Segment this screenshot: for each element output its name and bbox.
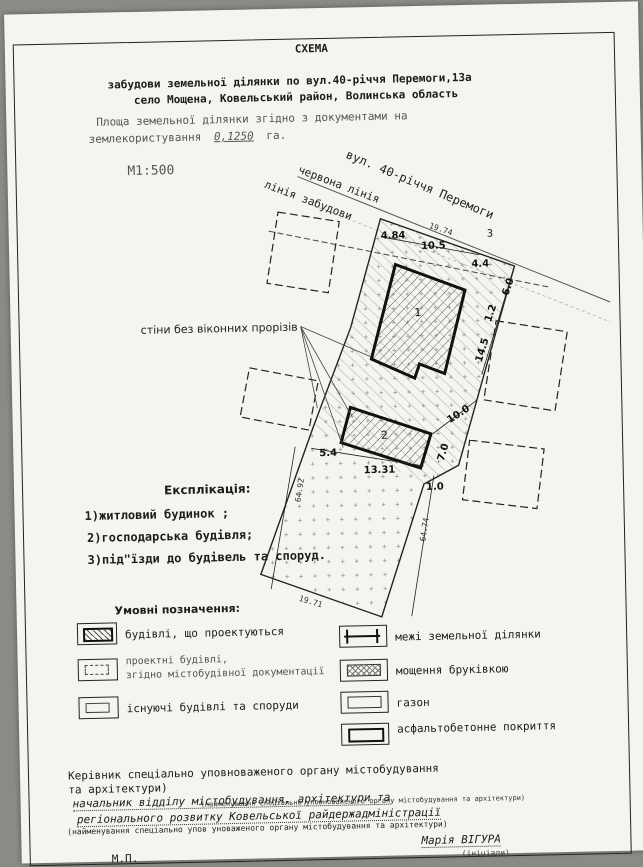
head-line-2: та архітектури) xyxy=(68,781,168,797)
dim-1-0: 1.0 xyxy=(426,482,444,493)
dim-6-0: 6.0 xyxy=(501,277,517,297)
stamp-label: М.П. xyxy=(111,852,139,866)
street-label: вул. 40-річчя Перемоги xyxy=(344,147,496,222)
legend-swatch-asphalt xyxy=(340,722,390,746)
dimension-line xyxy=(270,446,296,590)
dimension-line xyxy=(311,447,424,467)
dim-64-74: 64.74 xyxy=(418,517,431,542)
leader-line xyxy=(300,326,372,358)
dim-5-4: 5.4 xyxy=(319,448,337,459)
dim-4-84: 4.84 xyxy=(381,230,406,242)
dimension-line xyxy=(411,475,435,617)
legend-lawn-label: газон xyxy=(396,695,430,710)
dim-1-2: 1.2 xyxy=(483,303,499,323)
explication-title: Експлікація: xyxy=(163,481,251,498)
neighbour-building xyxy=(461,439,545,510)
legend-swatch-designed xyxy=(76,622,118,646)
legend-swatch-boundary xyxy=(338,624,388,648)
dim-4-4: 4.4 xyxy=(471,259,489,270)
neighbour-building xyxy=(483,320,568,412)
walls-note: стіни без віконних прорізів xyxy=(141,321,298,337)
dim-13-31: 13.31 xyxy=(364,465,396,477)
legend-swatch-existing xyxy=(78,696,119,720)
legend-swatch-planned xyxy=(77,658,119,682)
legend-title: Умовні позначення: xyxy=(114,601,241,618)
point-3-label: 3 xyxy=(487,228,494,239)
street-edge-line xyxy=(297,176,611,303)
building-1-number: 1 xyxy=(414,306,421,319)
dim-10-5: 10.5 xyxy=(421,240,446,252)
leader-line xyxy=(300,326,344,448)
building-2 xyxy=(339,405,433,470)
dimension-line xyxy=(481,265,515,375)
dimension-line xyxy=(380,236,480,256)
dimension-line xyxy=(432,399,478,435)
dim-7-0: 7.0 xyxy=(436,442,452,462)
leader-line xyxy=(300,326,318,409)
signatory-name: Марія ВІГУРА xyxy=(421,832,502,849)
leader-line xyxy=(300,326,353,418)
building-2-number: 2 xyxy=(381,429,388,442)
dim-19-74: 19.74 xyxy=(428,221,454,237)
legend-swatch-paving xyxy=(339,658,389,682)
neighbour-building xyxy=(266,211,340,294)
building-1 xyxy=(369,262,467,381)
legend-planned-label-1: проектні будівлі, xyxy=(125,654,229,668)
document-sheet: СХЕМА забудови земельної ділянки по вул.… xyxy=(4,1,643,867)
legend-swatch-lawn xyxy=(340,690,389,714)
legend-paving-label: мощення бруківкою xyxy=(395,662,509,678)
neighbour-building xyxy=(239,367,319,431)
dim-19-71: 19.71 xyxy=(298,594,324,610)
site-plan: + вул. 40-річчя Перемоги чер xyxy=(141,147,611,618)
dim-64-92: 64.92 xyxy=(293,477,306,502)
